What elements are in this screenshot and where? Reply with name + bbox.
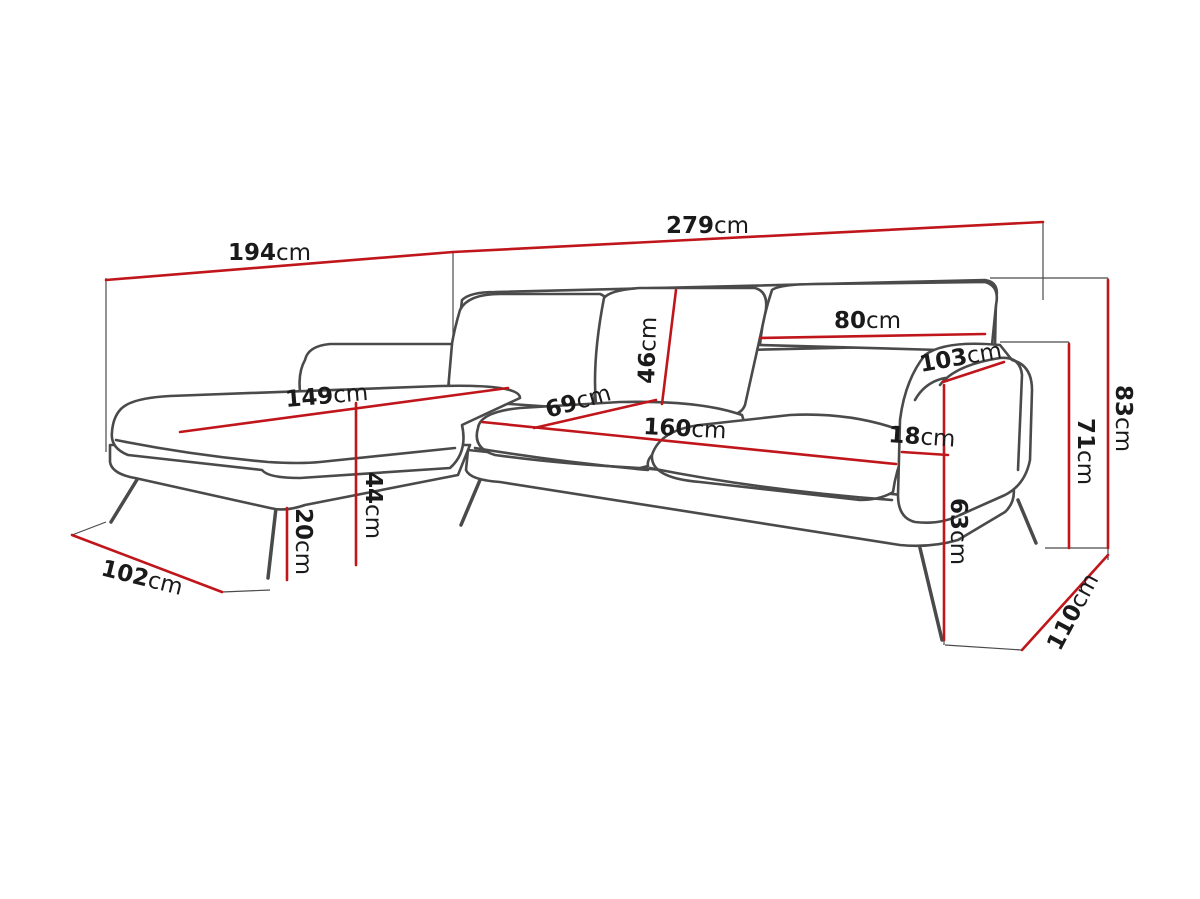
leg-middle <box>459 478 482 527</box>
label-total-width: 279cm <box>666 213 749 239</box>
label-armrest-height: 71cm <box>1072 418 1098 485</box>
label-chaise-length: 194cm <box>228 240 311 266</box>
leg-right-back <box>1016 498 1038 545</box>
dim-line-seat-length <box>178 386 510 434</box>
dim-line-armrest-length <box>941 360 1006 384</box>
label-total-height: 83cm <box>1110 385 1136 452</box>
dim-line-seat-width <box>480 420 898 466</box>
back-cushion-middle <box>593 286 768 417</box>
back-cushion-right <box>758 280 999 352</box>
dim-line-backrest-height <box>660 288 678 406</box>
label-backrest-height: 46cm <box>634 316 662 384</box>
label-total-depth: 110cm <box>1042 569 1104 655</box>
leg-right-front <box>918 546 944 642</box>
sofa-outline <box>108 278 1038 642</box>
leg-front-left <box>109 476 140 524</box>
dimension-lines <box>70 220 1110 652</box>
label-seat-width: 160cm <box>643 414 727 444</box>
label-seat-height: 44cm <box>360 472 386 539</box>
label-back-leg-height: 63cm <box>945 498 971 565</box>
dimension-labels: 194cm 279cm 83cm 71cm 110cm 102cm 46cm 8… <box>99 213 1136 655</box>
chaise-armrest <box>298 342 454 394</box>
dim-line-chaise-length <box>104 250 455 282</box>
dim-line-total-depth <box>1020 553 1110 652</box>
dim-line-cushion-width <box>758 332 987 340</box>
dim-line-chaise-depth <box>70 533 224 594</box>
label-leg-height: 20cm <box>290 508 316 575</box>
label-cushion-width: 80cm <box>834 308 901 334</box>
dim-line-armrest-width <box>900 450 950 457</box>
main-base <box>464 448 1016 548</box>
dim-line-seat-depth <box>532 398 658 430</box>
dim-line-total-width <box>451 220 1045 254</box>
right-armrest <box>896 342 1034 524</box>
label-seat-length: 149cm <box>284 380 369 413</box>
leg-chaise-front <box>266 506 278 580</box>
label-armrest-width: 18cm <box>888 422 957 453</box>
